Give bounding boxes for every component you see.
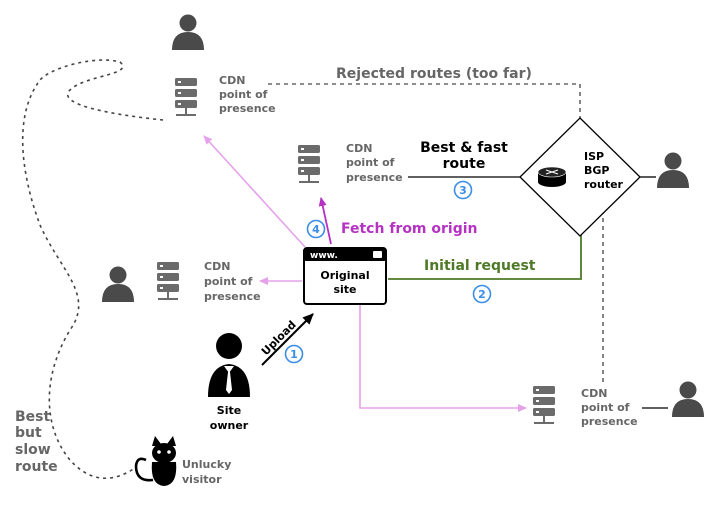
cdn-label: point of: [204, 275, 253, 288]
original-site-label: Original: [320, 269, 369, 282]
cdn-label: presence: [581, 415, 638, 428]
original-site: www. Original site: [303, 247, 387, 305]
cat-icon: [134, 436, 177, 486]
step-number: 4: [312, 223, 320, 236]
slow-route-label: but: [15, 425, 42, 441]
cdn-label: CDN: [219, 74, 245, 87]
fetch-arrow: [318, 197, 332, 245]
cdn-label: point of: [346, 156, 395, 169]
arrow-to-bottom-cdn: [359, 305, 527, 412]
isp-label: router: [584, 178, 624, 191]
slow-route-label: route: [15, 459, 58, 475]
www-label: www.: [310, 251, 338, 261]
server-icon: [157, 262, 179, 300]
step-number: 3: [459, 184, 467, 197]
cdn-label: CDN: [581, 387, 607, 400]
original-site-label: site: [333, 283, 356, 296]
person-icon: [672, 381, 704, 417]
initial-request-label: Initial request: [424, 258, 536, 274]
cdn-label: CDN: [204, 260, 230, 273]
step-4-badge: 4: [306, 219, 326, 239]
site-owner-label: Site: [217, 404, 241, 417]
server-icon: [298, 145, 320, 183]
cdn-bottom: CDN point of presence: [533, 381, 704, 428]
fast-route-label: Best & fast: [420, 140, 508, 156]
cdn-label: presence: [346, 171, 403, 184]
fast-route-label: route: [443, 156, 486, 172]
slow-route-label: Best: [15, 409, 50, 425]
person-icon: [172, 14, 204, 50]
step-number: 1: [290, 348, 298, 361]
site-owner: Site owner: [208, 333, 250, 432]
person-icon: [102, 266, 134, 302]
unlucky-visitor-label: visitor: [182, 473, 222, 486]
cdn-label: CDN: [346, 142, 372, 155]
cdn-middle: CDN point of presence: [298, 142, 403, 184]
step-1-badge: 1: [284, 344, 304, 364]
cdn-label: point of: [219, 88, 268, 101]
cdn-label: presence: [204, 290, 261, 303]
step-2-badge: 2: [472, 284, 492, 304]
isp-router: ISP BGP router: [519, 117, 689, 237]
router-diamond: [519, 117, 641, 237]
step-3-badge: 3: [453, 180, 473, 200]
upload-arrow: [261, 313, 314, 366]
step-number: 2: [478, 288, 486, 301]
cdn-top: CDN point of presence: [172, 14, 276, 116]
browser-title-bar: [304, 248, 386, 261]
router-icon: [537, 166, 567, 187]
browser-button-icon: [373, 251, 382, 258]
person-icon: [657, 152, 689, 188]
initial-request-line: [388, 233, 582, 280]
cdn-left: CDN point of presence: [102, 260, 261, 303]
person-icon: [208, 333, 250, 397]
isp-label: ISP: [584, 150, 604, 163]
site-owner-label: owner: [210, 419, 249, 432]
rejected-routes-label: Rejected routes (too far): [336, 66, 532, 82]
unlucky-visitor-label: Unlucky: [182, 458, 231, 471]
server-icon: [533, 386, 555, 424]
rejected-route-line: [268, 83, 581, 120]
fetch-origin-label: Fetch from origin: [341, 221, 478, 237]
slow-route-label: slow: [15, 442, 51, 458]
cdn-label: presence: [219, 102, 276, 115]
server-icon: [175, 78, 197, 116]
cdn-label: point of: [581, 401, 630, 414]
isp-label: BGP: [584, 164, 609, 177]
unlucky-visitor: Unlucky visitor: [134, 436, 231, 486]
arrow-to-top-cdn: [203, 135, 306, 248]
